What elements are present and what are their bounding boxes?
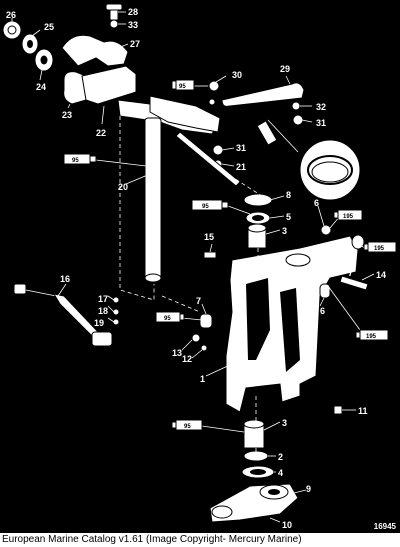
callout: 31 — [236, 143, 246, 153]
part-11-fitting — [333, 405, 343, 415]
tube-30: 95 — [171, 79, 195, 91]
tube-6-lower: 195 — [355, 329, 389, 341]
callout: 10 — [282, 520, 292, 530]
reference-number: 16945 — [373, 522, 396, 531]
tube-3-lower: 95 — [171, 419, 203, 431]
part-17-screw — [112, 296, 120, 304]
part-6-bushing-top — [320, 224, 332, 236]
part-22-clamp-lower — [81, 65, 137, 105]
trim-sender-part-16 — [13, 283, 120, 347]
part-31-nut — [212, 144, 224, 156]
part-30-bolt — [208, 80, 220, 92]
callout: 1 — [200, 374, 205, 384]
part-7-plug-left — [199, 313, 213, 329]
part-12-washer — [200, 344, 208, 352]
callout: 23 — [62, 110, 72, 120]
catalog-caption: European Marine Catalog v1.61 (Image Cop… — [0, 533, 400, 547]
tube-label: 95 — [179, 84, 186, 90]
callout: 18 — [98, 306, 108, 316]
part-13-washer — [191, 333, 201, 343]
callout: 12 — [182, 354, 192, 364]
part-19-washer — [112, 318, 120, 326]
tube-label: 95 — [184, 424, 191, 430]
tube-31-top — [256, 120, 278, 146]
tube-5: 95 — [191, 199, 229, 211]
callout: 24 — [36, 82, 46, 92]
part-8-seal — [243, 193, 273, 207]
tube-label: 195 — [343, 214, 354, 220]
callout: 17 — [98, 294, 108, 304]
part-15-label — [203, 251, 217, 259]
callout: 4 — [278, 468, 283, 478]
callout: 26 — [6, 10, 16, 20]
callout: 11 — [358, 406, 368, 416]
part-14-screw — [339, 275, 369, 291]
callout-numbers: 26 25 24 28 33 27 23 22 30 29 32 31 31 2… — [6, 7, 386, 530]
part-31-nut-top — [292, 114, 304, 126]
callout: 3 — [282, 226, 287, 236]
o-ring-detail — [299, 139, 361, 201]
callout: 19 — [94, 318, 104, 328]
long-bolt — [175, 131, 241, 187]
callout: 31 — [316, 118, 326, 128]
callout: 6 — [320, 306, 325, 316]
callout: 29 — [280, 64, 290, 74]
tube-label: 95 — [164, 316, 171, 322]
swivel-bracket-part-1 — [225, 235, 359, 413]
callout: 8 — [286, 190, 291, 200]
callout: 21 — [236, 162, 246, 172]
callout: 33 — [128, 20, 138, 30]
tube-label: 95 — [72, 158, 79, 164]
part-7-plug-right — [351, 234, 365, 250]
callout: 20 — [118, 182, 128, 192]
callout: 3 — [282, 418, 287, 428]
callout: 9 — [306, 484, 311, 494]
callout: 2 — [278, 452, 283, 462]
tube-label: 95 — [202, 204, 209, 210]
callout: 32 — [316, 102, 326, 112]
callout: 30 — [232, 70, 242, 80]
callout: 6 — [314, 198, 319, 208]
callout: 5 — [286, 212, 291, 222]
callout: 25 — [44, 22, 54, 32]
callout: 22 — [96, 128, 106, 138]
part-27-clamp-upper — [61, 34, 129, 67]
tube-7-right: 195 — [363, 241, 397, 253]
part-2-washer — [243, 450, 269, 462]
callout: 7 — [196, 296, 201, 306]
lubricant-tubes: 95 95 95 195 195 95 — [63, 79, 397, 431]
steering-rod-part-29 — [221, 82, 305, 107]
part-33-washer — [109, 19, 119, 29]
callout: 27 — [130, 39, 140, 49]
upper-bracket — [149, 95, 221, 133]
tube-label: 195 — [374, 246, 385, 252]
tube-6-top: 195 — [333, 209, 363, 221]
part-18-washer — [112, 308, 120, 316]
callout: 14 — [376, 270, 386, 280]
leader-lines — [11, 11, 375, 523]
callout: 15 — [204, 232, 214, 242]
callout: 28 — [128, 7, 138, 17]
part-6-bushing-right — [319, 283, 331, 299]
clamp-bracket-group — [2, 3, 137, 105]
callout: 16 — [60, 274, 70, 284]
tube-7-left: 95 — [155, 311, 185, 323]
tube-label: 195 — [366, 334, 377, 340]
tube-20: 95 — [63, 153, 97, 165]
part-32-washer — [291, 101, 301, 111]
callout: 13 — [172, 348, 182, 358]
callout: 7 — [348, 268, 353, 278]
